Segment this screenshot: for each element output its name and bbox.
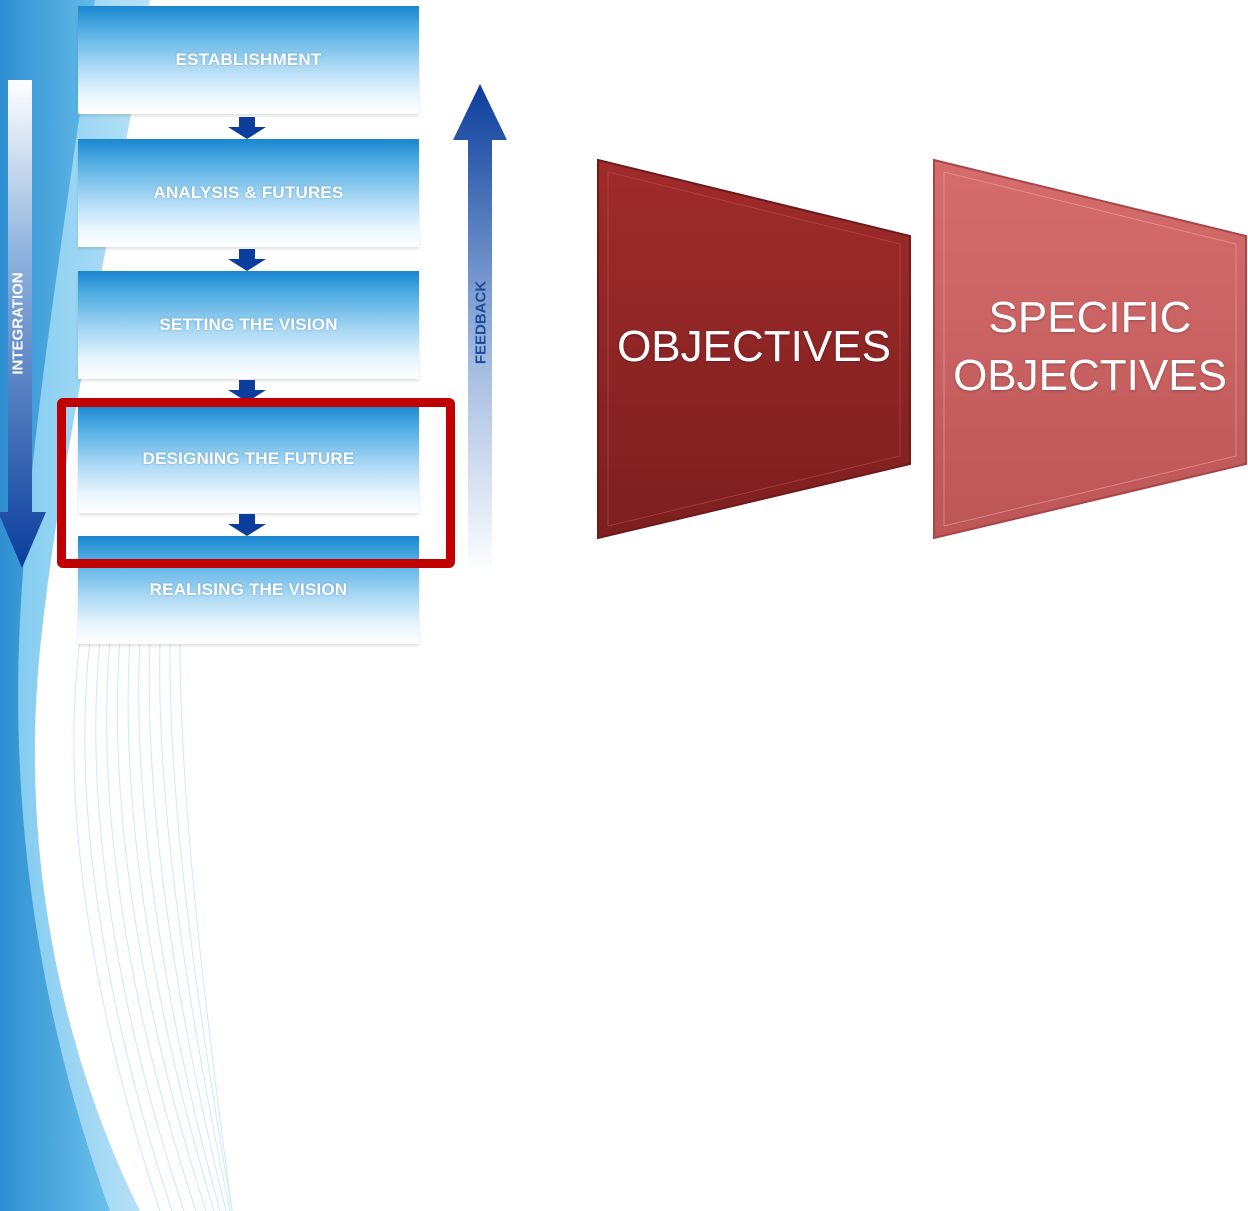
integration-arrow — [0, 80, 46, 568]
step-label: ESTABLISHMENT — [175, 50, 322, 69]
step-analysis-futures: ANALYSIS & FUTURES — [78, 139, 419, 247]
step-label: ANALYSIS & FUTURES — [153, 183, 344, 202]
feedback-label: FEEDBACK — [472, 280, 490, 365]
objectives-shape — [597, 158, 911, 540]
integration-label: INTEGRATION — [9, 272, 27, 375]
specific-objectives-shape — [933, 158, 1247, 540]
step-label: REALISING THE VISION — [149, 580, 348, 599]
down-arrow-icon — [228, 514, 266, 536]
down-arrow-icon — [228, 117, 266, 139]
objectives-label: OBJECTIVES — [617, 322, 891, 371]
step-establishment: ESTABLISHMENT — [78, 6, 419, 114]
highlight-frame — [57, 398, 455, 568]
down-arrow-icon — [228, 380, 266, 402]
specific-objectives-label: SPECIFIC OBJECTIVES — [953, 293, 1227, 400]
step-setting-vision: SETTING THE VISION — [78, 271, 419, 379]
step-label: SETTING THE VISION — [159, 315, 338, 334]
feedback-arrow — [453, 84, 507, 574]
step-realising-vision: REALISING THE VISION — [78, 536, 419, 644]
step-designing-future: DESIGNING THE FUTURE — [78, 405, 419, 513]
down-arrow-icon — [228, 249, 266, 271]
step-label: DESIGNING THE FUTURE — [142, 449, 355, 468]
